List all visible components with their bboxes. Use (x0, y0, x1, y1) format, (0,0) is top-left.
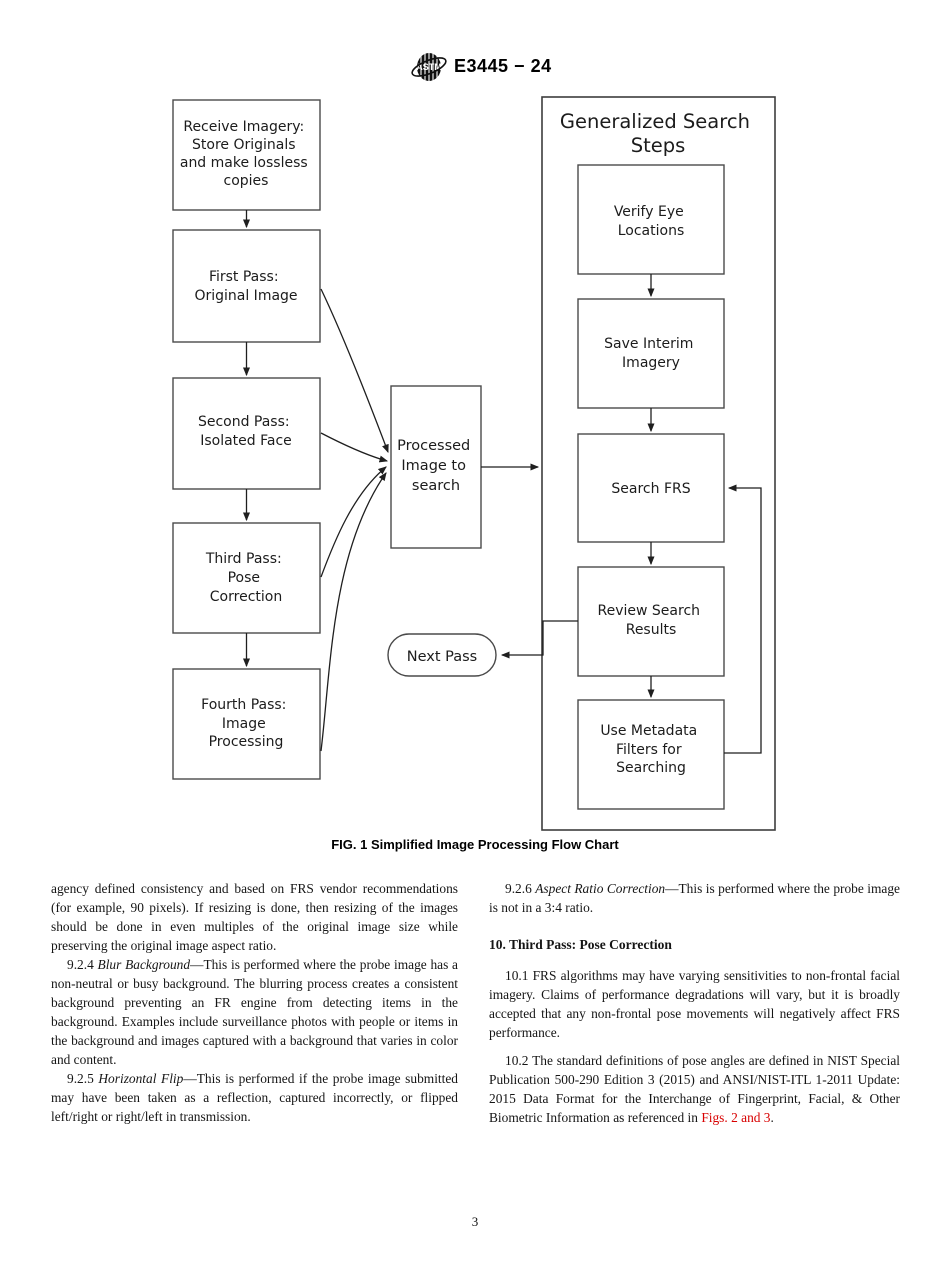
flow-box-first-pass (172, 229, 321, 343)
designation-title: E3445 − 24 (454, 56, 552, 76)
paragraph-9-2-4: 9.2.4 Blur Background—This is performed … (51, 955, 458, 1069)
flowchart-figure: Generalized Search Steps Receive Imagery… (172, 96, 776, 831)
arrow-third-to-processed (320, 466, 387, 578)
paragraph-text: . (770, 1110, 774, 1125)
section-number: 9.2.6 (505, 881, 536, 896)
flow-terminal-next-pass (387, 633, 497, 677)
label-third-pass: Third Pass: Pose Correction (205, 551, 286, 605)
page-number: 3 (471, 1214, 479, 1229)
label-receive-imagery: Receive Imagery: Store Originals and mak… (180, 119, 312, 189)
paragraph-text: 10.2 The standard definitions of pose an… (489, 1053, 900, 1125)
paragraph-text: —This is performed if the probe image su… (51, 1071, 458, 1124)
text-column-left: agency defined consistency and based on … (51, 879, 458, 1126)
arrow-review-to-next-pass (500, 620, 578, 659)
page-header: ASTM E3445 − 24 (0, 44, 950, 90)
arrow-first-to-processed (320, 288, 389, 454)
label-save-interim: Save Interim Imagery (604, 336, 698, 371)
label-next-pass: Next Pass (407, 649, 477, 665)
paragraph-10-1: 10.1 FRS algorithms may have varying sen… (489, 968, 900, 1040)
label-search-frs: Search FRS (611, 481, 690, 497)
paragraph-text: —This is performed where the probe image… (51, 957, 458, 1067)
figure-caption: FIG. 1 Simplified Image Processing Flow … (331, 837, 619, 852)
label-processed-image: Processed Image to search (397, 438, 475, 494)
label-second-pass: Second Pass: Isolated Face (198, 414, 294, 449)
astm-logo-icon: ASTM (411, 52, 447, 82)
label-verify-eye: Verify Eye Locations (614, 204, 688, 239)
text-column-right: 9.2.6 Aspect Ratio Correction—This is pe… (489, 879, 900, 1127)
flow-box-save-interim (577, 298, 725, 409)
section-number: 9.2.4 (67, 957, 98, 972)
flow-box-metadata-filters (577, 699, 725, 810)
section-number: 9.2.5 (67, 1071, 99, 1086)
arrow-fourth-to-processed (320, 472, 387, 752)
flow-box-fourth-pass (172, 668, 321, 780)
label-fourth-pass: Fourth Pass: Image Processing (201, 697, 291, 750)
paragraph-text: —This is performed where the probe image… (489, 881, 900, 915)
paragraph-9-2-5: 9.2.5 Horizontal Flip—This is performed … (51, 1069, 458, 1126)
label-review-results: Review Search Results (598, 603, 705, 638)
label-first-pass: First Pass: Original Image (194, 269, 297, 304)
generalized-search-container (541, 96, 776, 831)
label-metadata-filters: Use Metadata Filters for Searching (600, 723, 701, 776)
paragraph-10-2: 10.2 The standard definitions of pose an… (489, 1051, 900, 1127)
term-blur-background: Blur Background (97, 957, 191, 972)
arrow-metadata-to-search-frs (724, 484, 762, 754)
arrow-second-to-processed (320, 432, 389, 463)
term-horizontal-flip: Horizontal Flip (98, 1071, 184, 1086)
generalized-search-title: Generalized Search Steps (560, 110, 756, 157)
paragraph-9-2-6: 9.2.6 Aspect Ratio Correction—This is pe… (489, 879, 900, 917)
section-heading-10: 10. Third Pass: Pose Correction (489, 937, 672, 952)
term-aspect-ratio-correction: Aspect Ratio Correction (535, 881, 666, 896)
svg-text:ASTM: ASTM (416, 62, 442, 72)
paragraph-continuation: agency defined consistency and based on … (51, 881, 458, 953)
figures-2-3-link[interactable]: Figs. 2 and 3 (701, 1110, 771, 1125)
